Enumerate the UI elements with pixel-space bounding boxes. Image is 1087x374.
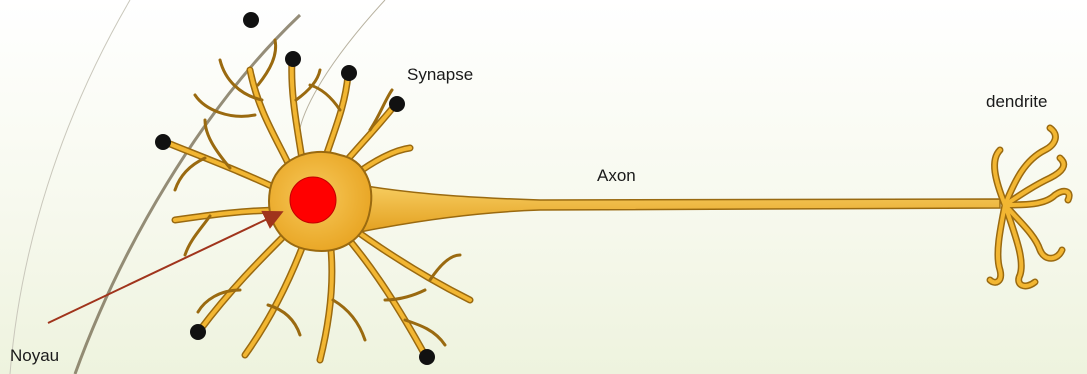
axon-terminal — [990, 128, 1069, 286]
synapse-dot — [285, 51, 301, 67]
dendrite-label: dendrite — [986, 92, 1047, 112]
synapse-dot — [155, 134, 171, 150]
nucleus — [290, 177, 336, 223]
synapse-dot — [419, 349, 435, 365]
synapse-dot — [243, 12, 259, 28]
axon-shape — [360, 185, 1000, 232]
synapse-label: Synapse — [407, 65, 473, 85]
background-arc-thin — [10, 0, 130, 374]
axon-label: Axon — [597, 166, 636, 186]
synapse-dot — [389, 96, 405, 112]
synapse-dot — [341, 65, 357, 81]
nucleus-label: Noyau — [10, 346, 59, 366]
nucleus-pointer-arrow — [48, 213, 280, 323]
synapse-dot — [190, 324, 206, 340]
